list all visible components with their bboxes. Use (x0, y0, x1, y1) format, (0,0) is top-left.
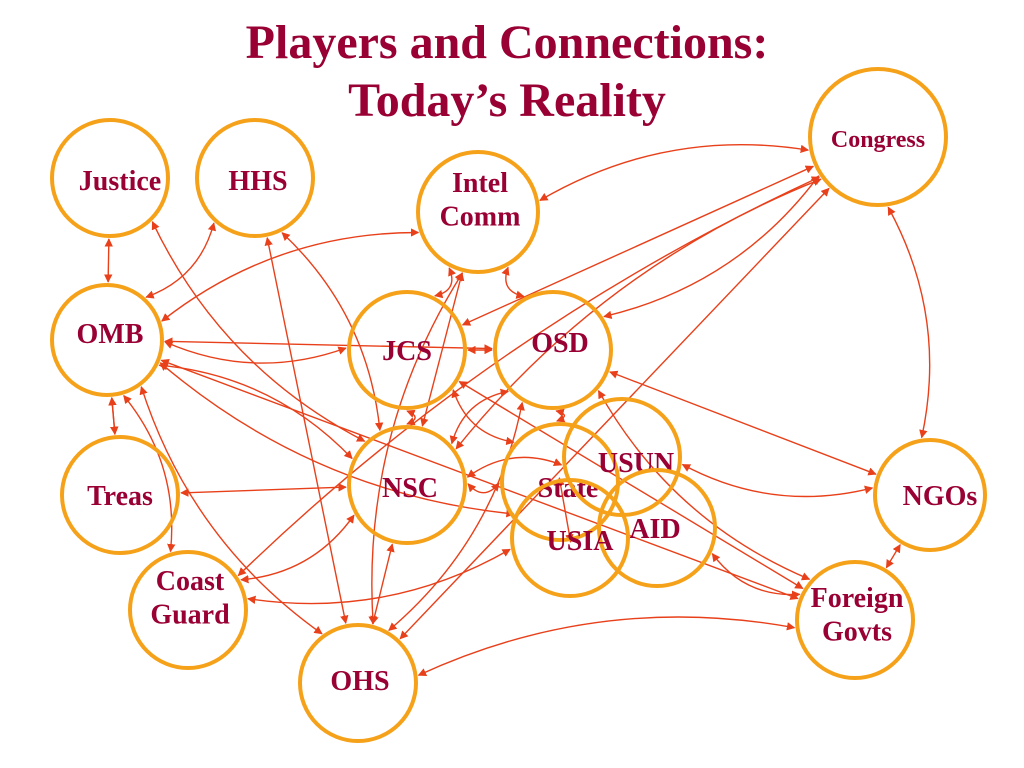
node-hhs-circle (195, 118, 315, 238)
node-osd-circle (493, 290, 613, 410)
node-state-circle (500, 422, 620, 542)
edge-jcs-foreign-govts (458, 380, 804, 590)
title-line-2: Today’s Reality (348, 74, 666, 127)
node-nsc-label-1: NSC (382, 473, 438, 504)
node-foreign-govts-circle (795, 560, 915, 680)
node-congress-circle (808, 67, 948, 207)
node-hhs-label-1: HHS (228, 166, 287, 197)
edge-hhs-omb (145, 222, 217, 299)
node-aid-circle (597, 468, 717, 588)
node-omb-label-1: OMB (77, 319, 144, 350)
node-osd: OSD (493, 290, 613, 410)
node-intel-comm-label-2: Comm (440, 202, 521, 233)
edge-justice-omb (104, 238, 113, 283)
edge-congress-coast-guard (237, 176, 821, 577)
node-usia: USIA (510, 478, 630, 598)
node-ngos-label-1: NGOs (903, 481, 978, 512)
node-justice-label-1: Justice (79, 166, 161, 197)
edge-omb-nsc (158, 361, 353, 460)
node-aid-label-1: AID (629, 514, 680, 545)
node-coast-guard-circle (128, 550, 248, 670)
edge-intel-comm-omb (161, 228, 420, 322)
node-jcs: JCS (347, 290, 467, 410)
node-hhs: HHS (195, 118, 315, 238)
node-ohs-circle (298, 623, 418, 743)
edge-intel-comm-osd (501, 266, 525, 299)
node-usia-label-1: USIA (547, 526, 615, 557)
node-ohs: OHS (298, 623, 418, 743)
node-ngos-circle (873, 438, 987, 552)
node-treas-label-1: Treas (87, 481, 153, 512)
edge-osd-state (555, 408, 566, 423)
node-ohs-label-1: OHS (330, 666, 389, 697)
node-jcs-label-1: JCS (382, 336, 432, 367)
title-line-1: Players and Connections: (245, 16, 769, 69)
node-foreign-govts-label-1: Foreign (811, 583, 904, 614)
node-justice: Justice (50, 118, 170, 238)
edge-nsc-coast-guard (240, 514, 355, 584)
edge-usun-ngos (681, 463, 874, 498)
edge-treas-nsc (180, 483, 347, 497)
node-intel-comm-label-1: Intel (452, 168, 508, 199)
edge-congress-ngos (887, 206, 931, 439)
edge-hhs-nsc (281, 232, 384, 432)
edge-osd-nsc (449, 388, 510, 445)
node-usia-circle (510, 478, 630, 598)
node-nsc: NSC (347, 425, 467, 545)
edge-ohs-foreign-govts (417, 616, 796, 676)
edge-state-usia (556, 477, 574, 543)
node-aid: AID (597, 468, 717, 588)
edge-intel-comm-jcs (434, 267, 456, 299)
edge-coast-guard-usia (247, 548, 511, 605)
node-congress-label-1: Congress (831, 127, 925, 153)
edge-aid-foreign-govts (711, 553, 801, 599)
edge-omb-coast-guard (123, 394, 176, 553)
node-treas: Treas (60, 435, 180, 555)
edge-justice-nsc (151, 221, 366, 442)
edges-layer (104, 143, 931, 676)
edge-jcs-nsc (406, 409, 416, 426)
node-justice-circle (50, 118, 170, 238)
edge-intel-comm-congress (539, 143, 810, 202)
node-jcs-circle (347, 290, 467, 410)
node-ngos: NGOs (873, 438, 987, 552)
node-foreign-govts-label-2: Govts (822, 617, 892, 648)
node-omb: OMB (50, 283, 164, 397)
edge-nsc-ohs (370, 543, 395, 625)
slide-title: Players and Connections: Today’s Reality (0, 14, 1024, 130)
node-intel-comm-circle (416, 150, 540, 274)
node-omb-circle (50, 283, 164, 397)
edge-treas-omb (108, 396, 119, 436)
node-usun: USUN (562, 397, 682, 517)
edge-ngos-foreign-govts (885, 543, 901, 569)
node-treas-circle (60, 435, 180, 555)
node-osd-label-1: OSD (531, 328, 589, 359)
edge-congress-jcs (461, 165, 815, 326)
node-nsc-circle (347, 425, 467, 545)
node-coast-guard-label-2: Guard (150, 600, 230, 631)
node-coast-guard-label-1: Coast (156, 566, 225, 597)
node-congress: Congress (808, 67, 948, 207)
